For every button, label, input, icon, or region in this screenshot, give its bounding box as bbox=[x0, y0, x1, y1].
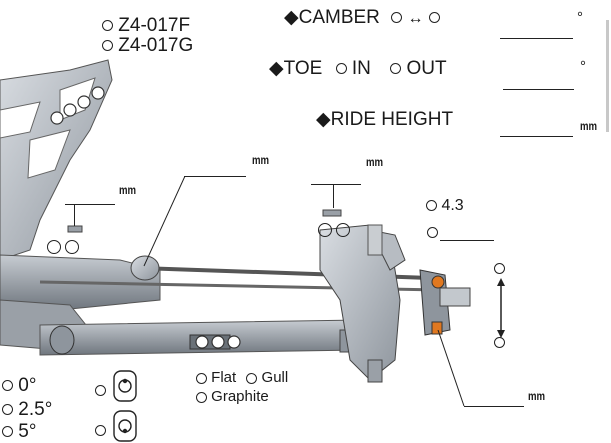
hub-row: 4.3 bbox=[426, 198, 464, 214]
double-arrow-icon: ↔ bbox=[407, 10, 424, 27]
toe-out-circle[interactable] bbox=[390, 63, 402, 75]
part-a-circle[interactable] bbox=[102, 20, 113, 32]
hub-blank-line bbox=[440, 240, 494, 241]
toein-circle-2[interactable] bbox=[2, 404, 13, 416]
ride-height-label: ◆RIDE HEIGHT bbox=[316, 109, 454, 130]
hub-circle-blank[interactable] bbox=[427, 227, 438, 239]
insert-b-circle[interactable] bbox=[95, 425, 106, 436]
arm-gull-circle[interactable] bbox=[246, 372, 258, 384]
arm-options-row-2: Graphite bbox=[196, 389, 269, 404]
camber-degree: ° bbox=[577, 9, 583, 26]
ride-height-unit: mm bbox=[580, 119, 598, 133]
left-spacer-circle-2[interactable] bbox=[65, 239, 80, 254]
part-b-row: Z4-017G bbox=[102, 36, 193, 55]
toe-out-label: OUT bbox=[406, 58, 447, 79]
toein-option-3: 5° bbox=[2, 422, 36, 441]
toein-circle-1[interactable] bbox=[2, 380, 13, 392]
right-spacer-line bbox=[311, 184, 361, 185]
arm-options-row-1: Flat Gull bbox=[196, 370, 288, 385]
ride-height-value-line bbox=[500, 136, 573, 137]
insert-a-icon bbox=[113, 370, 137, 402]
toein-circle-3[interactable] bbox=[2, 426, 13, 438]
toe-in-label: IN bbox=[351, 58, 371, 79]
part-b-label: Z4-017G bbox=[118, 35, 194, 56]
left-spacer-circle-1[interactable] bbox=[47, 239, 61, 254]
link-unit: mm bbox=[252, 153, 270, 167]
camber-option-circle-2[interactable] bbox=[428, 12, 440, 24]
camber-row: ◆CAMBER ↔ bbox=[284, 8, 440, 27]
hub-circle-4-3[interactable] bbox=[426, 200, 437, 212]
toein-option-2: 2.5° bbox=[2, 400, 52, 419]
right-spacer-options bbox=[318, 222, 351, 238]
right-spacer-unit: mm bbox=[366, 155, 384, 169]
left-spacer-options bbox=[47, 239, 80, 255]
link-callout-horizontal bbox=[184, 176, 246, 177]
link-callout-leader bbox=[143, 176, 186, 267]
bottom-callout-line bbox=[464, 406, 524, 407]
insert-b-icon bbox=[113, 410, 137, 442]
ride-height-top-circle[interactable] bbox=[494, 263, 505, 274]
left-spacer-line bbox=[65, 204, 115, 205]
part-b-circle[interactable] bbox=[102, 40, 113, 52]
part-a-row: Z4-017F bbox=[102, 16, 190, 35]
insert-a-circle[interactable] bbox=[95, 385, 106, 396]
camber-value-line bbox=[500, 38, 573, 39]
toe-in-circle[interactable] bbox=[335, 63, 347, 75]
toe-value-line bbox=[503, 89, 574, 90]
left-spacer-unit: mm bbox=[119, 183, 137, 197]
bottom-callout-leader bbox=[437, 330, 465, 407]
toein-option-1: 0° bbox=[2, 376, 36, 395]
toe-label: ◆TOE bbox=[269, 58, 323, 79]
ride-height-bottom-circle[interactable] bbox=[494, 337, 505, 348]
vertical-double-arrow-icon bbox=[497, 278, 505, 338]
hub-blank-row bbox=[427, 225, 438, 241]
left-spacer-leader bbox=[74, 204, 75, 226]
right-spacer-leader bbox=[333, 184, 334, 208]
arm-gull-label: Gull bbox=[261, 369, 289, 386]
scroll-edge-bar bbox=[606, 20, 609, 132]
camber-option-circle-1[interactable] bbox=[391, 12, 403, 24]
arm-graphite-circle[interactable] bbox=[196, 391, 207, 403]
toe-row: ◆TOE IN OUT bbox=[269, 59, 447, 78]
hub-value: 4.3 bbox=[441, 197, 464, 214]
right-spacer-circle-1[interactable] bbox=[318, 222, 332, 237]
camber-label: ◆CAMBER bbox=[284, 7, 380, 28]
toe-degree: ° bbox=[580, 58, 586, 75]
toein-label-1: 0° bbox=[18, 375, 37, 396]
bottom-unit: mm bbox=[528, 389, 546, 403]
right-spacer-circle-2[interactable] bbox=[336, 222, 351, 237]
arm-flat-label: Flat bbox=[211, 369, 237, 386]
part-a-label: Z4-017F bbox=[118, 15, 191, 36]
arm-flat-circle[interactable] bbox=[196, 372, 207, 384]
toein-label-3: 5° bbox=[18, 421, 37, 442]
arm-graphite-label: Graphite bbox=[211, 388, 269, 405]
toein-label-2: 2.5° bbox=[18, 399, 53, 420]
